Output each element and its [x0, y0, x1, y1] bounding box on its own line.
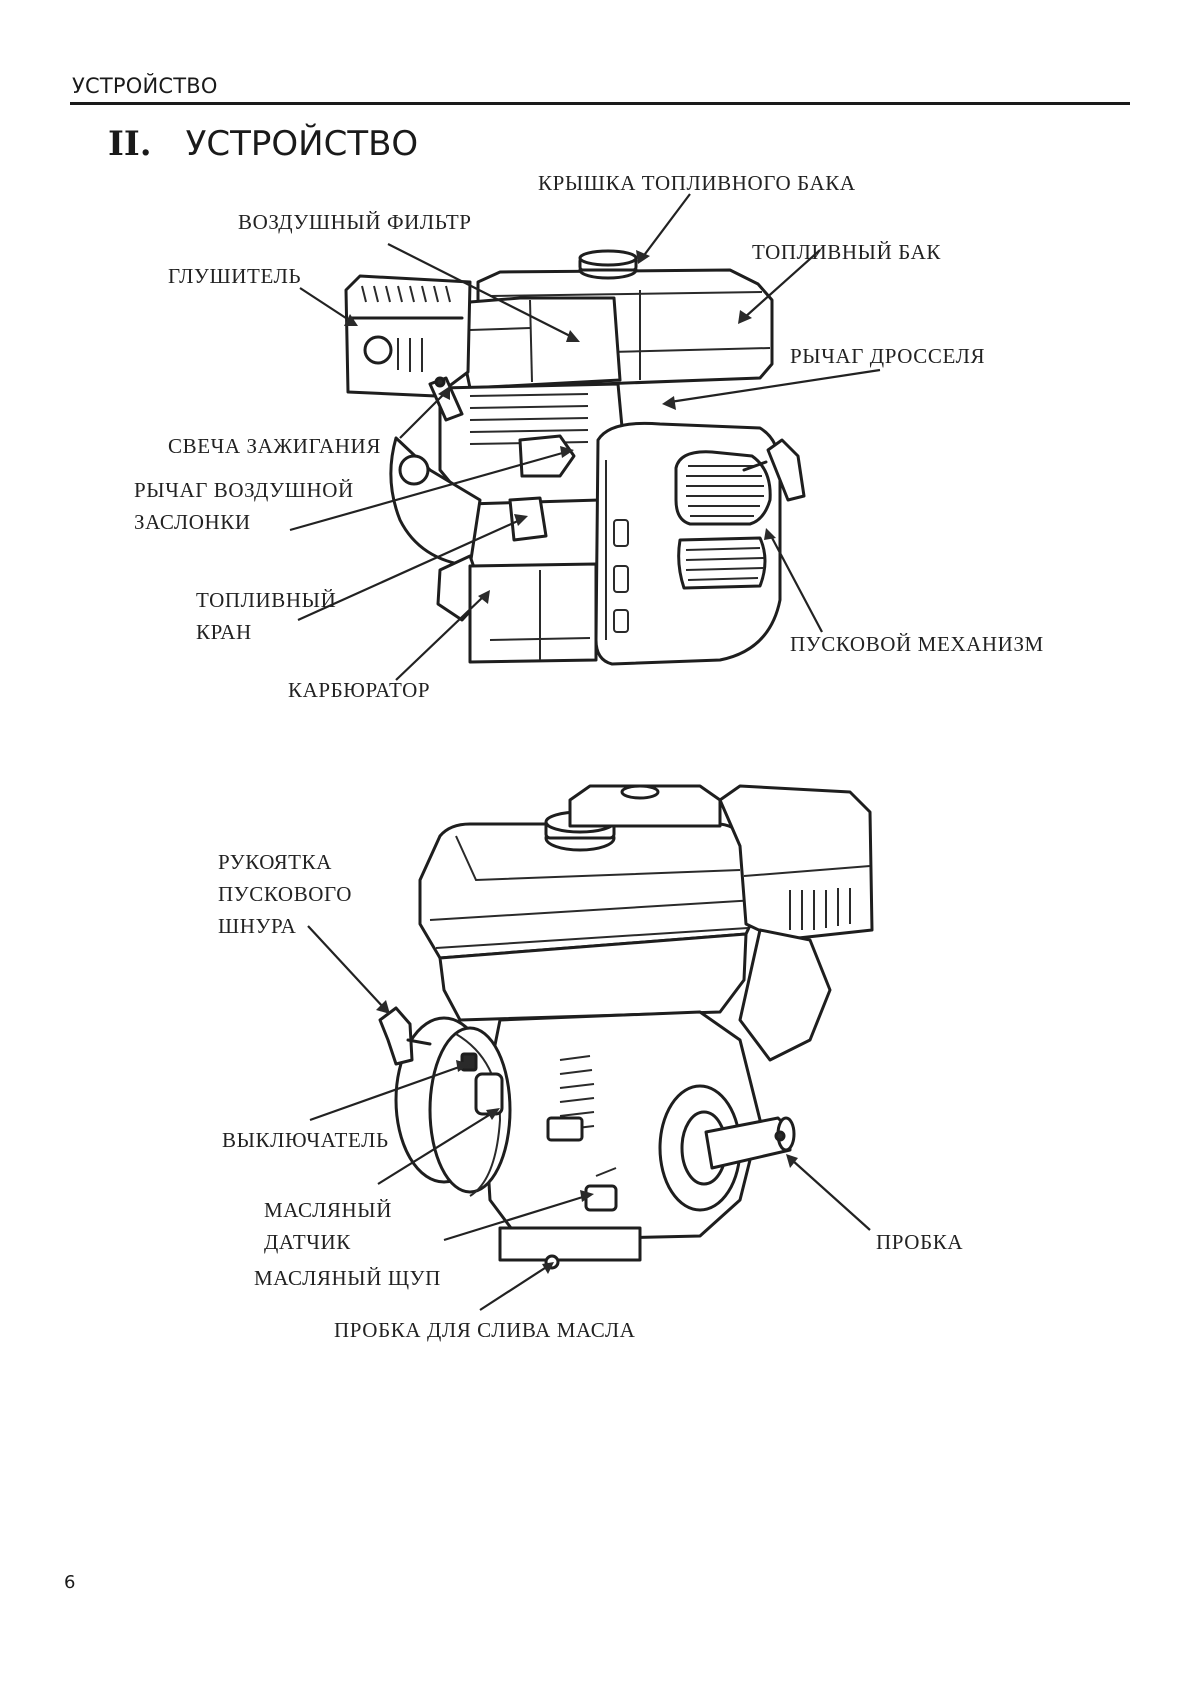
- label-recoil-starter: ПУСКОВОЙ МЕХАНИЗМ: [790, 632, 1044, 656]
- label-plug: ПРОБКА: [876, 1230, 964, 1254]
- header-rule: [70, 102, 1130, 105]
- label-fuel-valve: ТОПЛИВНЫЙ КРАН: [196, 588, 337, 644]
- figure1-leader-lines: [289, 193, 881, 681]
- label-oil-sensor: МАСЛЯНЫЙ ДАТЧИК: [264, 1198, 392, 1254]
- label-dipstick: МАСЛЯНЫЙ ЩУП: [254, 1266, 441, 1290]
- label-air-filter: ВОЗДУШНЫЙ ФИЛЬТР: [238, 210, 472, 234]
- label-fuel-tank: ТОПЛИВНЫЙ БАК: [752, 240, 941, 264]
- label-throttle-lever: РЫЧАГ ДРОССЕЛЯ: [790, 344, 986, 368]
- section-title: II. УСТРОЙСТВО: [108, 124, 418, 164]
- label-carburetor: КАРБЮРАТОР: [288, 678, 431, 702]
- engine-front-view-drawing: [344, 249, 806, 666]
- label-fuel-tank-cap: КРЫШКА ТОПЛИВНОГО БАКА: [538, 171, 856, 195]
- label-choke-lever: РЫЧАГ ВОЗДУШНОЙ ЗАСЛОНКИ: [134, 478, 354, 534]
- label-muffler: ГЛУШИТЕЛЬ: [168, 264, 302, 288]
- running-header: УСТРОЙСТВО: [72, 74, 218, 98]
- section-heading: УСТРОЙСТВО: [185, 124, 419, 164]
- page-number: 6: [64, 1572, 76, 1593]
- engine-rear-view-drawing: [378, 784, 874, 1270]
- label-spark-plug: СВЕЧА ЗАЖИГАНИЯ: [168, 434, 381, 458]
- label-oil-drain-plug: ПРОБКА ДЛЯ СЛИВА МАСЛА: [334, 1318, 636, 1342]
- label-starter-grip: РУКОЯТКА ПУСКОВОГО ШНУРА: [218, 850, 353, 938]
- label-engine-switch: ВЫКЛЮЧАТЕЛЬ: [222, 1128, 389, 1152]
- section-number: II.: [108, 124, 152, 164]
- figure2-leader-lines: [307, 925, 871, 1311]
